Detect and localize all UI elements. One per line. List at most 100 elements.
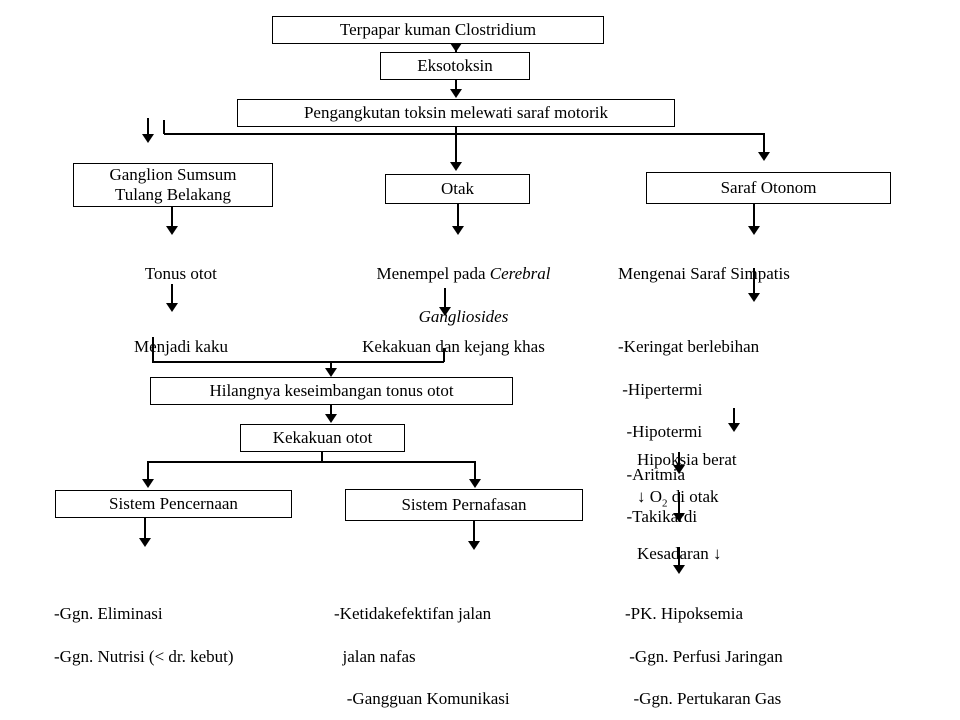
- arrowhead-sympathetic-effects: [748, 293, 760, 302]
- label-oxygen-brain-post: di otak: [667, 487, 719, 507]
- label-hypoxia-text: Hipoksia berat: [637, 450, 737, 470]
- node-exposure-label: Terpapar kuman Clostridium: [339, 20, 537, 40]
- list-sympathetic-effects: -Keringat berlebihan -Hipertermi -Hipote…: [601, 315, 911, 549]
- label-becomes-stiff-text: Menjadi kaku: [134, 337, 228, 357]
- connector-transport-brain: [455, 133, 457, 167]
- arrowhead-effects-hypoxia: [728, 423, 740, 432]
- node-muscle-rigidity: Kekakuan otot: [240, 424, 405, 452]
- node-exotoxin-label: Eksotoksin: [417, 56, 493, 76]
- list-digestive-outcomes: -Ggn. Eliminasi -Ggn. Nutrisi (< dr. keb…: [37, 582, 337, 688]
- sympathetic-effect-item: -Hipotermi: [618, 422, 703, 442]
- node-exposure: Terpapar kuman Clostridium: [272, 16, 604, 44]
- node-exotoxin: Eksotoksin: [380, 52, 530, 80]
- bus-transport-drop-left: [163, 120, 165, 134]
- label-stiffness-line1: Kekakuan dan kejang khas: [362, 337, 545, 357]
- connector-stiff-merge-left: [152, 337, 154, 363]
- arrowhead-brain-attach: [452, 226, 464, 235]
- label-attaches-line1: Menempel pada Cerebral: [376, 264, 551, 284]
- connector-stiffness-merge-right: [443, 348, 445, 362]
- connector-hypoxia-oxygen: [678, 452, 680, 470]
- node-brain: Otak: [385, 174, 530, 204]
- node-respiratory-system: Sistem Pernafasan: [345, 489, 583, 521]
- node-respiratory-system-label: Sistem Pernafasan: [401, 495, 527, 515]
- bus-rigidity-split: [147, 461, 475, 463]
- connector-brain-attach: [457, 204, 459, 230]
- arrowhead-autonomic-sympathetic: [748, 226, 760, 235]
- connector-ganglion-tone: [171, 207, 173, 229]
- arrowhead-digestive-outcomes: [139, 538, 151, 547]
- connector-balance-rigidity: [330, 405, 332, 417]
- arrowhead-transport-brain: [450, 162, 462, 171]
- bus-transport-drop-mid: [455, 127, 457, 135]
- label-muscle-tone: Tonus otot: [75, 242, 270, 306]
- connector-consciousness-outcomes: [678, 547, 680, 569]
- node-ganglion: Ganglion Sumsum Tulang Belakang: [73, 163, 273, 207]
- node-ganglion-label-line1: Ganglion Sumsum: [109, 165, 237, 185]
- connector-split-respiratory: [474, 461, 476, 483]
- digestive-outcome-item: -Ggn. Eliminasi: [54, 604, 163, 624]
- node-autonomic: Saraf Otonom: [646, 172, 891, 204]
- node-transport: Pengangkutan toksin melewati saraf motor…: [237, 99, 675, 127]
- arrowhead-transport-autonomic: [758, 152, 770, 161]
- connector-attach-stiffness: [444, 288, 446, 310]
- label-oxygen-brain-pre: ↓ O: [637, 487, 663, 507]
- arrowhead-attach-stiffness: [439, 307, 451, 316]
- autonomic-outcome-item: -PK. Hipoksemia: [625, 604, 744, 624]
- label-consciousness-text: Kesadaran ↓: [637, 544, 722, 564]
- label-consciousness: Kesadaran ↓: [620, 522, 860, 586]
- node-digestive-system-label: Sistem Pencernaan: [109, 494, 238, 514]
- label-becomes-stiff: Menjadi kaku: [75, 315, 270, 379]
- respiratory-outcome-item: -Ketidakefektifan jalan: [334, 604, 492, 624]
- node-transport-label: Pengangkutan toksin melewati saraf motor…: [303, 103, 609, 123]
- node-brain-label: Otak: [440, 179, 475, 199]
- arrowhead-exposure-exotoxin: [450, 43, 462, 52]
- connector-rigidity-split: [321, 452, 323, 462]
- label-oxygen-brain-sub: 2: [662, 497, 668, 510]
- label-muscle-tone-text: Tonus otot: [144, 264, 217, 284]
- arrowhead-oxygen-consciousness: [673, 513, 685, 522]
- connector-effects-hypoxia: [733, 408, 735, 428]
- sympathetic-effect-item: -Keringat berlebihan: [618, 337, 760, 357]
- label-attaches-italic-1: Cerebral: [489, 264, 551, 284]
- label-sympathetic: Mengenai Saraf Simpatis: [601, 242, 921, 306]
- arrowhead-ganglion-tone: [166, 226, 178, 235]
- arrowhead-merge-balance: [325, 368, 337, 377]
- connector-transport-autonomic: [763, 133, 765, 155]
- node-digestive-system: Sistem Pencernaan: [55, 490, 292, 518]
- bus-transport: [164, 133, 764, 135]
- node-autonomic-label: Saraf Otonom: [720, 178, 817, 198]
- arrowhead-transport-ganglion: [142, 134, 154, 143]
- connector-autonomic-sympathetic: [753, 204, 755, 230]
- node-ganglion-label-line2: Tulang Belakang: [114, 185, 231, 204]
- sympathetic-effect-item: -Aritmia: [618, 464, 686, 484]
- autonomic-outcome-item: -Ggn. Pertukaran Gas: [625, 689, 782, 709]
- connector-transport-ganglion: [147, 118, 149, 140]
- respiratory-outcome-item: -Gangguan Komunikasi: [334, 689, 510, 709]
- arrowhead-hypoxia-oxygen: [673, 465, 685, 474]
- connector-oxygen-consciousness: [678, 492, 680, 518]
- connector-digestive-outcomes: [144, 518, 146, 540]
- arrowhead-balance-rigidity: [325, 414, 337, 423]
- sympathetic-effect-item: -Hipertermi: [618, 379, 703, 399]
- connector-tone-stiff: [171, 284, 173, 306]
- digestive-outcome-item: -Ggn. Nutrisi (< dr. kebut): [54, 646, 234, 666]
- node-muscle-rigidity-label: Kekakuan otot: [272, 428, 373, 448]
- label-sympathetic-text: Mengenai Saraf Simpatis: [618, 264, 790, 284]
- connector-split-digestive: [147, 461, 149, 483]
- arrowhead-split-digestive: [142, 479, 154, 488]
- label-hypoxia: Hipoksia berat: [620, 428, 860, 492]
- arrowhead-respiratory-outcomes: [468, 541, 480, 550]
- connector-merge-balance: [330, 361, 332, 373]
- arrowhead-consciousness-outcomes: [673, 565, 685, 574]
- arrowhead-split-respiratory: [469, 479, 481, 488]
- bus-merge-balance: [152, 361, 444, 363]
- node-balance-loss-label: Hilangnya keseimbangan tonus otot: [209, 381, 454, 401]
- list-respiratory-outcomes: -Ketidakefektifan jalan jalan nafas -Gan…: [317, 582, 617, 720]
- connector-respiratory-outcomes: [473, 521, 475, 543]
- connector-exotoxin-transport: [455, 80, 457, 90]
- autonomic-outcome-item: -Ggn. Perfusi Jaringan: [625, 646, 783, 666]
- node-balance-loss: Hilangnya keseimbangan tonus otot: [150, 377, 513, 405]
- arrowhead-exotoxin-transport: [450, 89, 462, 98]
- label-stiffness-tetanus: Kekakuan dan kejang khas pada tetanus: [310, 315, 580, 421]
